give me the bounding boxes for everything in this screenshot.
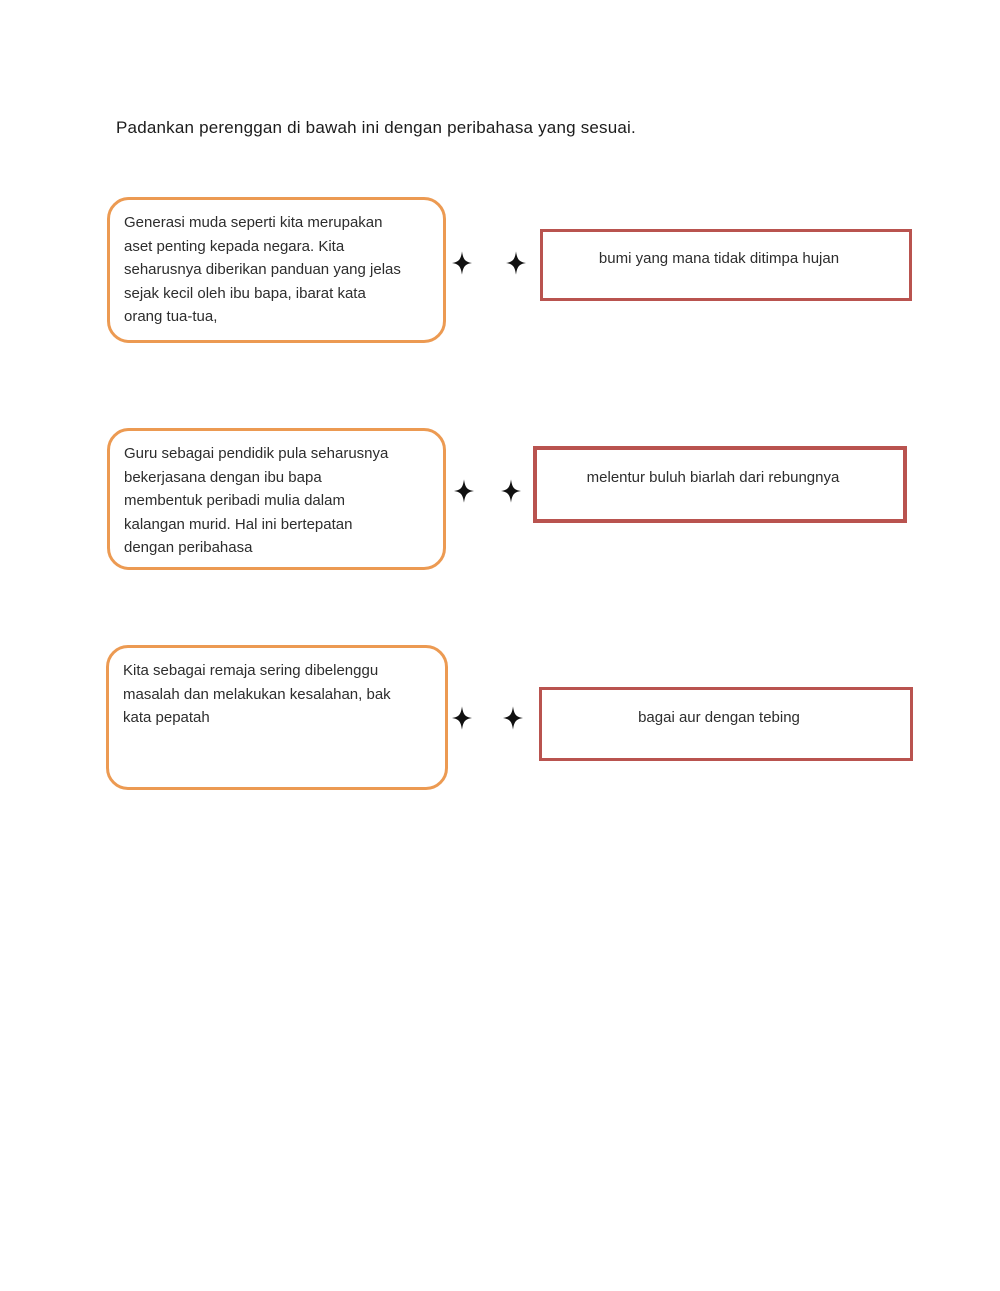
paragraph-box-3: Kita sebagai remaja sering dibelenggu ma… [106, 645, 448, 790]
proverb-text: melentur buluh biarlah dari rebungnya [586, 469, 840, 486]
paragraph-box-2: Guru sebagai pendidik pula seharusnya be… [107, 428, 446, 570]
proverb-box-1: bumi yang mana tidak ditimpa hujan [540, 229, 912, 301]
proverb-box-2: melentur buluh biarlah dari rebungnya [533, 446, 907, 523]
proverb-text: bagai aur dengan tebing [638, 708, 800, 726]
match-connector-star-icon[interactable] [454, 478, 474, 504]
page-title: Padankan perenggan di bawah ini dengan p… [116, 118, 636, 137]
proverb-box-3: bagai aur dengan tebing [539, 687, 913, 761]
match-connector-star-icon[interactable] [503, 705, 523, 731]
proverb-text: bumi yang mana tidak ditimpa hujan [598, 249, 840, 267]
match-connector-star-icon[interactable] [452, 250, 472, 276]
match-connector-star-icon[interactable] [506, 250, 526, 276]
match-connector-star-icon[interactable] [501, 478, 521, 504]
paragraph-box-1: Generasi muda seperti kita merupakan ase… [107, 197, 446, 343]
match-connector-star-icon[interactable] [452, 705, 472, 731]
